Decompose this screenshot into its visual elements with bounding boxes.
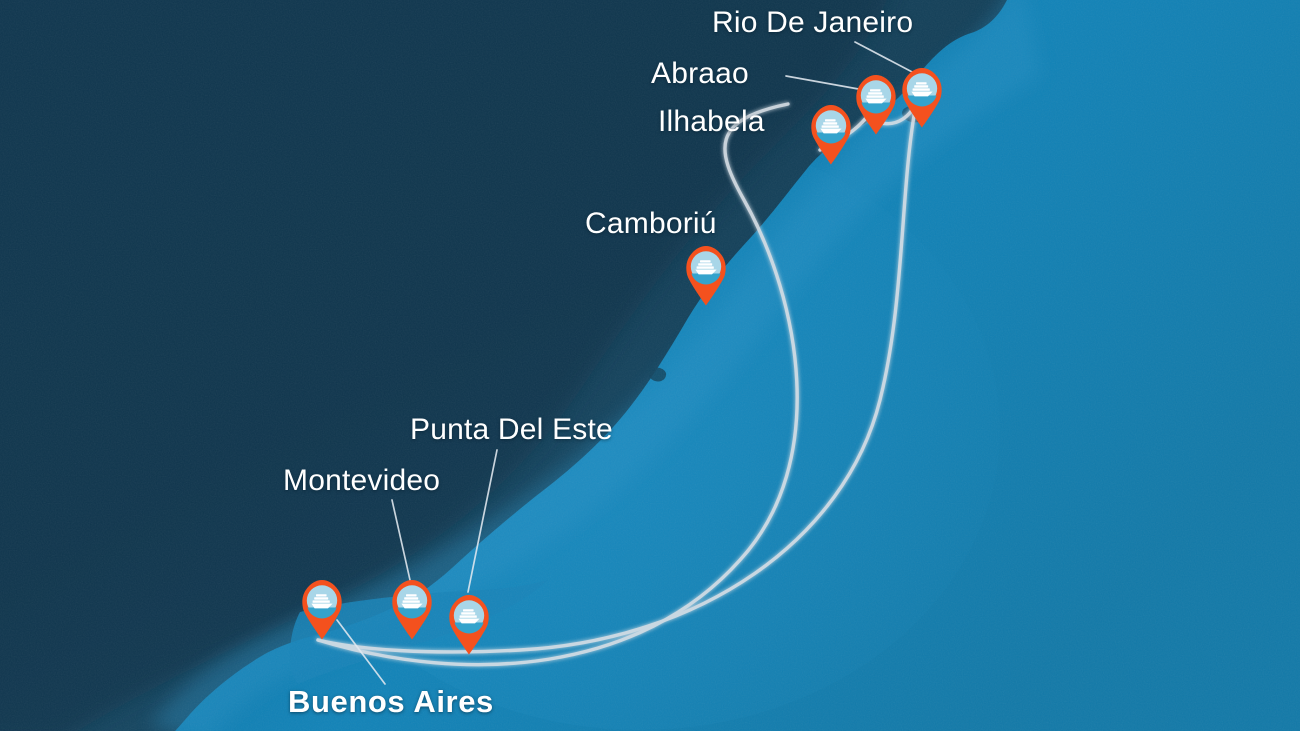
port-pin-buenos-aires[interactable] (299, 578, 345, 640)
port-pin-rio-de-janeiro[interactable] (899, 66, 945, 128)
leader-abraao (785, 75, 865, 91)
pin-water-band (307, 607, 337, 619)
cruise-ship-icon (311, 594, 333, 609)
pin-water-band (907, 95, 937, 107)
leader-punta-del-este (467, 449, 498, 593)
pin-water-band (861, 102, 891, 114)
port-label-buenos-aires[interactable]: Buenos Aires (288, 684, 494, 719)
cruise-ship-icon (820, 119, 842, 134)
port-pin-punta-del-este[interactable] (446, 593, 492, 655)
leader-montevideo (391, 499, 411, 581)
cruise-ship-icon (865, 89, 887, 104)
pin-water-band (454, 622, 484, 634)
cruise-ship-icon (458, 609, 480, 624)
leader-buenos-aires (336, 619, 386, 685)
pin-water-band (397, 607, 427, 619)
leader-rio-de-janeiro (854, 41, 917, 75)
port-label-montevideo[interactable]: Montevideo (283, 464, 441, 497)
cruise-ship-icon (695, 260, 717, 275)
cruise-ship-icon (911, 82, 933, 97)
pin-water-band (691, 273, 721, 285)
port-pin-camboriu[interactable] (683, 244, 729, 306)
port-pin-montevideo[interactable] (389, 578, 435, 640)
cruise-ship-icon (401, 594, 423, 609)
port-label-abraao[interactable]: Abraao (651, 57, 749, 90)
port-pin-ilhabela[interactable] (808, 103, 854, 165)
port-label-rio-de-janeiro[interactable]: Rio De Janeiro (712, 6, 914, 39)
pin-water-band (816, 132, 846, 144)
route-return (316, 102, 918, 654)
port-pin-abraao[interactable] (853, 73, 899, 135)
label-leader-lines (336, 41, 917, 685)
route-outbound (316, 102, 799, 667)
port-label-camboriu[interactable]: Camboriú (585, 207, 717, 240)
port-label-punta-del-este[interactable]: Punta Del Este (410, 413, 613, 446)
port-label-ilhabela[interactable]: Ilhabela (658, 105, 765, 138)
